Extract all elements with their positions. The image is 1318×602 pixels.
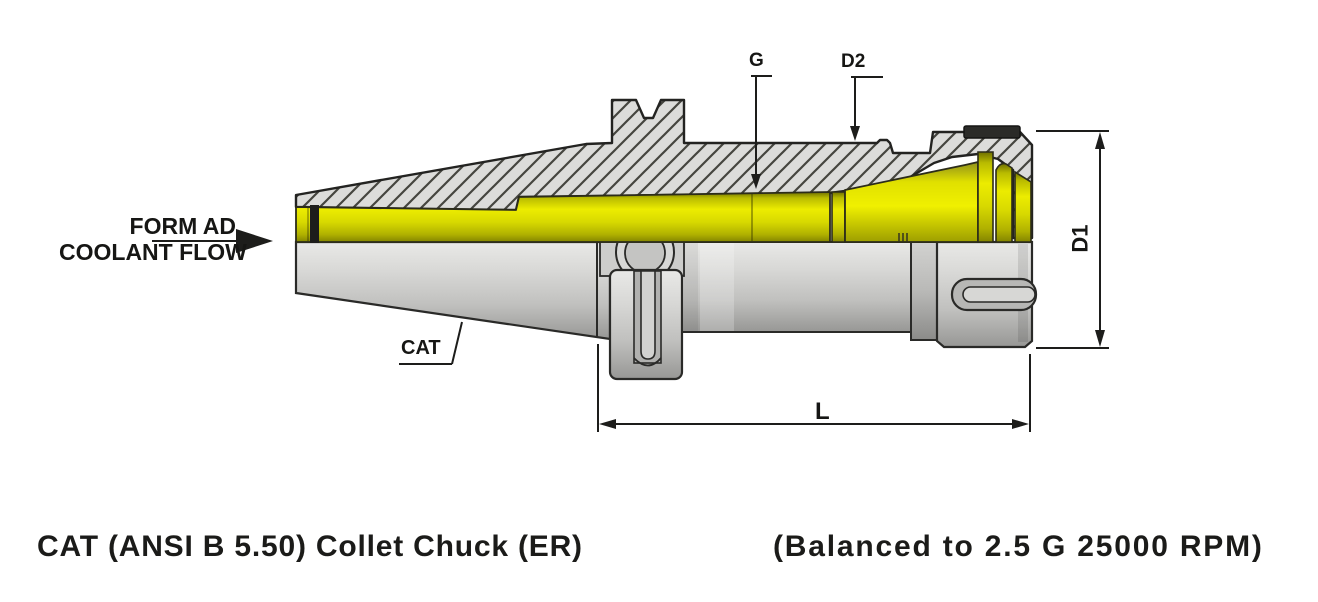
bore-main: [295, 191, 831, 243]
coolant-flow-arrow: [152, 229, 273, 253]
caption-product-title: CAT (ANSI B 5.50) Collet Chuck (ER): [37, 530, 583, 563]
dim-label-d1: D1: [1067, 224, 1093, 253]
d1-dimension: [1036, 130, 1109, 349]
taper-label-cat: CAT: [401, 337, 441, 359]
dim-label-l: L: [815, 398, 830, 425]
coolant-note-line1: FORM AD: [129, 213, 236, 239]
d2-leader: [850, 76, 883, 141]
nut-groove-inner: [962, 286, 1036, 303]
bore-groove-ring: [310, 205, 319, 243]
dim-label-g: G: [749, 50, 764, 71]
dim-label-d2: D2: [841, 51, 866, 72]
coolant-bore: [295, 151, 1032, 243]
coolant-note-line2: COOLANT FLOW: [59, 239, 247, 265]
collet-rear: [1014, 170, 1032, 243]
caption-balance-spec: (Balanced to 2.5 G 25000 RPM): [773, 530, 1264, 563]
neck-ring: [910, 241, 938, 341]
v-flange-channel: [640, 270, 656, 360]
taper-lower: [294, 240, 612, 341]
l-dimension: [597, 344, 1031, 432]
collet-slit: [977, 151, 994, 243]
collet-nose: [995, 162, 1013, 243]
g-leader: [751, 75, 772, 189]
dimension-lines: [152, 75, 1109, 432]
collet-neck: [831, 191, 846, 243]
lower-external-view: [294, 240, 1038, 381]
cat-leader: [399, 321, 463, 365]
nut-lock-band: [963, 125, 1021, 139]
